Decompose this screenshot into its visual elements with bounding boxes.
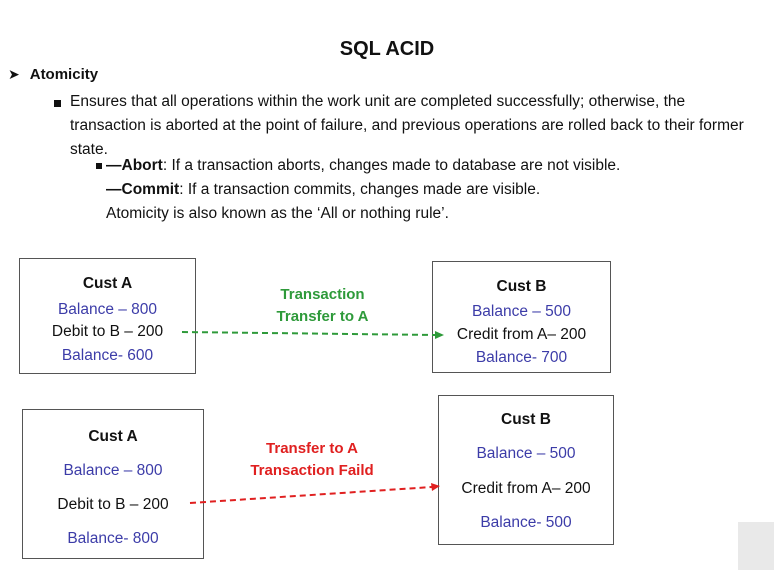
cust-a-debit: Debit to B – 200 (57, 496, 169, 513)
cust-b-title: Cust B (501, 411, 551, 428)
failure-arrow-line (189, 486, 433, 504)
cust-a-debit: Debit to B – 200 (51, 323, 164, 340)
success-cust-a-box: Cust A Balance – 800 Debit to B – 200 Ba… (19, 258, 196, 374)
abort-keyword: —Abort (106, 157, 163, 174)
atomicity-note: Atomicity is also known as the ‘All or n… (106, 205, 449, 222)
failure-label-line2: Transaction Faild (250, 462, 374, 479)
cust-a-balance-before: Balance – 800 (57, 301, 158, 318)
failure-label-line1: Transfer to A (266, 440, 358, 457)
failure-cust-a-box: Cust A Balance – 800 Debit to B – 200 Ba… (22, 409, 204, 559)
cust-a-balance-after: Balance- 800 (67, 530, 159, 547)
cust-b-credit: Credit from A– 200 (456, 326, 587, 343)
section-heading-row: ➤ Atomicity (8, 66, 98, 83)
abort-commit-notes: —Abort: If a transaction aborts, changes… (106, 154, 746, 226)
square-bullet-icon (96, 163, 102, 169)
cust-b-balance-after: Balance- 500 (480, 514, 572, 531)
abort-line: —Abort: If a transaction aborts, changes… (106, 154, 746, 178)
cust-a-balance-after: Balance- 600 (61, 347, 154, 364)
cust-b-balance-before: Balance – 500 (471, 303, 572, 320)
failure-cust-b-box: Cust B Balance – 500 Credit from A– 200 … (438, 395, 614, 545)
abort-text: : If a transaction aborts, changes made … (162, 157, 621, 174)
cust-a-balance-before: Balance – 800 (63, 462, 163, 479)
cust-a-title: Cust A (88, 428, 138, 445)
cust-b-balance-after: Balance- 700 (475, 349, 568, 366)
success-label-line1: Transaction (280, 286, 365, 303)
cust-b-balance-before: Balance – 500 (476, 445, 576, 462)
success-cust-b-box: Cust B Balance – 500 Credit from A– 200 … (432, 261, 611, 373)
success-label-line2: Transfer to A (276, 308, 369, 325)
atomicity-description: Ensures that all operations within the w… (70, 93, 744, 158)
square-bullet-icon (54, 100, 61, 107)
corner-overlay (738, 522, 774, 570)
arrow-bullet-icon: ➤ (8, 66, 20, 82)
success-arrow-line (181, 331, 437, 336)
cust-b-title: Cust B (496, 278, 547, 295)
cust-b-credit: Credit from A– 200 (461, 480, 591, 497)
commit-line: —Commit: If a transaction commits, chang… (106, 178, 746, 202)
commit-keyword: —Commit (106, 181, 180, 198)
failure-transfer-label: Transfer to A Transaction Faild (232, 438, 392, 482)
section-heading: Atomicity (29, 66, 99, 83)
page-title: SQL ACID (339, 38, 435, 60)
success-transfer-label: Transaction Transfer to A (240, 284, 405, 328)
cust-a-title: Cust A (82, 275, 133, 292)
commit-text: : If a transaction commits, changes made… (179, 181, 541, 198)
